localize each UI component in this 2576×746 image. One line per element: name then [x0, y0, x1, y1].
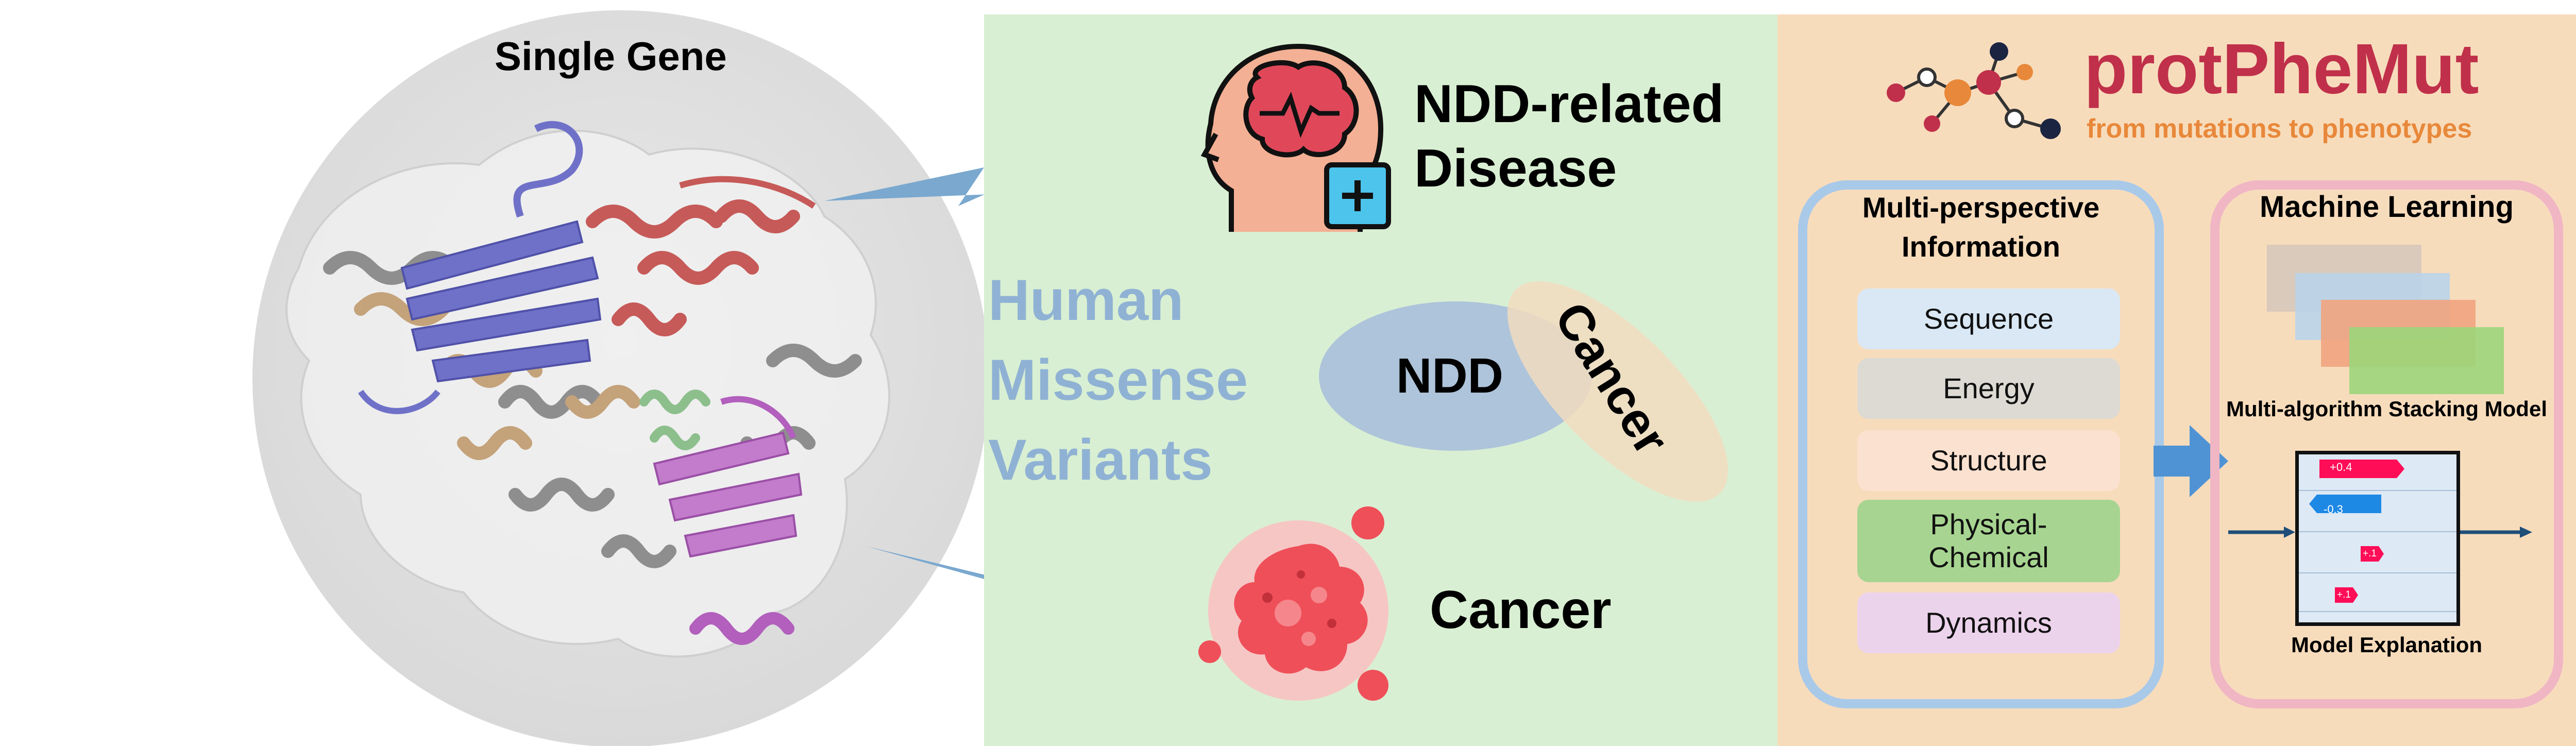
shap-plot	[2295, 451, 2460, 626]
physical-chemical-label: Physical- Chemical	[1928, 507, 2049, 573]
model-explanation-label: Model Explanation	[2291, 633, 2483, 657]
info-box-title: Multi-perspective Information	[1803, 188, 2159, 266]
info-item-physical-chemical: Physical- Chemical	[1857, 500, 2120, 582]
magenta-helix	[689, 612, 794, 645]
ndd-disease-label: NDD-related Disease	[1414, 72, 1724, 201]
cancer-label: Cancer	[1430, 580, 1612, 640]
ml-box-title: Machine Learning	[2259, 190, 2514, 224]
cancer-cell-icon	[1198, 506, 1388, 701]
cancer-cell-bubble-2	[1358, 670, 1388, 701]
ml-box	[2210, 180, 2563, 708]
protein-panel: Single Gene	[0, 0, 989, 746]
red-loop	[679, 176, 816, 209]
variants-label: Human Missense Variants	[988, 260, 1248, 500]
flow-arrow-icon	[2154, 425, 2228, 497]
ndd-disease-line-2: Disease	[1414, 139, 1617, 198]
ndd-oval-label: NDD	[1396, 348, 1503, 403]
shap-value-3: +.1	[2363, 548, 2377, 559]
cancer-oval	[1507, 281, 1728, 502]
info-box	[1798, 180, 2164, 708]
cancer-cell-bubble-3	[1198, 640, 1221, 663]
magenta-loop	[720, 396, 796, 439]
shap-value-4: +.1	[2337, 589, 2351, 600]
blue-loop-2	[358, 389, 440, 414]
magenta-domain	[653, 431, 803, 558]
variants-line-1: Human	[988, 268, 1184, 332]
ndd-disease-line-1: NDD-related	[1414, 74, 1724, 134]
protein-structure-illustration	[252, 10, 989, 746]
stack-layer-green	[2349, 327, 2504, 394]
stack-model-label: Multi-algorithm Stacking Model	[2226, 397, 2547, 421]
blue-domain	[400, 220, 602, 383]
green-domain	[639, 389, 710, 450]
shap-bar-1	[2319, 460, 2404, 478]
single-gene-title: Single Gene	[495, 33, 727, 79]
variants-line-2: Missense	[988, 348, 1248, 412]
shap-bar-2	[2309, 495, 2381, 513]
shap-value-1: +0.4	[2330, 461, 2352, 473]
brand-tagline: from mutations to phenotypes	[2087, 114, 2472, 144]
output-arrow-icon	[2460, 527, 2532, 538]
grey-domain	[323, 251, 862, 568]
variants-line-3: Variants	[988, 428, 1213, 492]
info-item-energy: Energy	[1857, 358, 2120, 419]
brand-title: protPheMut	[2084, 29, 2479, 109]
info-item-structure: Structure	[1857, 430, 2120, 491]
info-item-dynamics: Dynamics	[1857, 592, 2120, 653]
ndd-cancer-venn	[1319, 281, 1728, 502]
shap-value-2: -0.3	[2324, 503, 2343, 516]
red-domain	[586, 199, 800, 336]
info-title-line-2: Information	[1902, 230, 2060, 263]
info-title-line-1: Multi-perspective	[1862, 191, 2100, 224]
shap-bar-3	[2361, 546, 2384, 562]
info-item-sequence: Sequence	[1857, 289, 2120, 349]
blue-loop	[513, 121, 583, 218]
brain-head-icon	[1200, 43, 1391, 232]
molecule-logo-icon	[1887, 42, 2061, 139]
cancer-cell-bubble-1	[1351, 506, 1384, 539]
shap-bars	[2299, 460, 2456, 612]
input-arrow-icon	[2228, 527, 2295, 538]
shap-bar-4	[2335, 587, 2358, 603]
